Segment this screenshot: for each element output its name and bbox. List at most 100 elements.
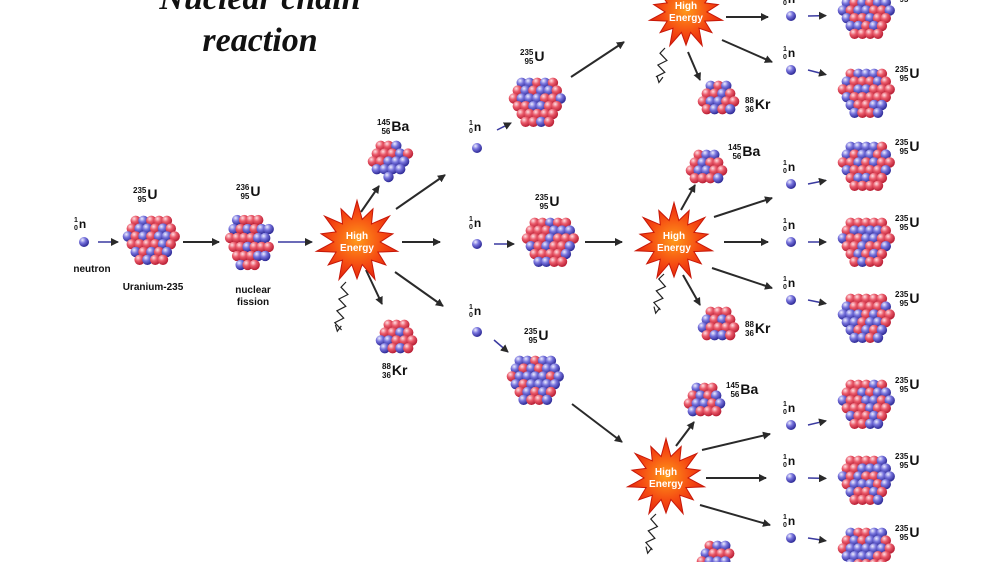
mass-number: 1 <box>783 401 787 409</box>
mass-number: 1 <box>469 304 473 312</box>
isotope-numbers: 23595 <box>895 376 908 394</box>
uranium-235-gen3-8 <box>838 528 895 562</box>
mass-number: 235 <box>895 65 908 74</box>
barium-145-nucleus-b3 <box>686 150 728 184</box>
uranium-label: Uranium-235 <box>123 282 184 294</box>
mass-number: 1 <box>783 276 787 284</box>
element-symbol: n <box>788 46 795 60</box>
mass-number: 1 <box>783 46 787 54</box>
isotope-numbers: 23595 <box>895 0 908 4</box>
nucleon <box>711 406 721 416</box>
atomic-number: 56 <box>726 390 739 399</box>
nucleon <box>383 172 393 182</box>
isotope-numbers: 10 <box>469 120 473 136</box>
neutron-gen3-6 <box>786 420 796 430</box>
burst-text-line-1: High <box>675 1 697 12</box>
mass-number: 235 <box>895 138 908 147</box>
gamma-ray-wave <box>646 514 658 550</box>
atomic-number: 95 <box>133 195 146 204</box>
atomic-number: 95 <box>895 385 908 394</box>
uranium-235-gen3-3 <box>838 142 895 191</box>
element-symbol: U <box>909 452 919 468</box>
nucleon <box>158 255 168 265</box>
barium-145-label-b4: 14556Ba <box>726 381 758 399</box>
nucleon <box>725 330 735 340</box>
nucleon <box>873 257 883 267</box>
energy-bursts-layer: HighEnergyHighEnergyHighEnergyHighEnergy <box>316 0 722 514</box>
neutron-path-lower <box>395 272 443 306</box>
burst-text-line-1: High <box>655 467 677 478</box>
burst-text-line-2: Energy <box>649 479 683 490</box>
isotope-numbers: 8836 <box>382 362 391 380</box>
atomic-number: 0 <box>783 54 787 62</box>
element-symbol: Kr <box>392 362 408 378</box>
neutron-label: neutron <box>73 264 110 276</box>
nucleon <box>260 251 270 261</box>
isotope-numbers: 23595 <box>524 327 537 345</box>
element-symbol: n <box>788 454 795 468</box>
neutron-gen3-label-1: 10n <box>783 0 795 10</box>
uranium-235-gen3-label-3: 23595U <box>895 138 919 156</box>
atomic-number: 0 <box>469 224 473 232</box>
atomic-number: 95 <box>895 223 908 232</box>
isotope-numbers: 23595 <box>520 48 533 66</box>
mass-number: 236 <box>236 183 249 192</box>
element-symbol: n <box>788 160 795 174</box>
element-symbol: n <box>474 304 481 318</box>
burst-text-line-1: High <box>346 231 368 242</box>
neutron-gen3-label-6: 10n <box>783 401 795 419</box>
neutron-gen3-4 <box>786 237 796 247</box>
neutron-gen2-label-2: 10n <box>469 216 481 234</box>
nucleon <box>260 233 270 243</box>
isotope-numbers: 10 <box>783 454 787 470</box>
uranium-235-gen3-label-1: 23595U <box>895 0 919 4</box>
krypton-88-nucleus-b4 <box>697 541 735 562</box>
uranium-235-gen3-6 <box>838 380 895 429</box>
element-symbol: Ba <box>742 143 760 159</box>
element-symbol: n <box>474 216 481 230</box>
burst-text-line-2: Energy <box>340 243 374 254</box>
atomic-number: 56 <box>377 127 390 136</box>
uranium-235-gen2-2 <box>522 218 579 267</box>
krypton-88-nucleus <box>376 320 418 354</box>
isotope-numbers: 10 <box>783 0 787 8</box>
mass-number: 235 <box>133 186 146 195</box>
atomic-number: 95 <box>524 336 537 345</box>
uranium-236-nucleus <box>225 215 274 270</box>
element-symbol: n <box>474 120 481 134</box>
neutron-gen3-label-4: 10n <box>783 218 795 236</box>
nucleon <box>403 343 413 353</box>
element-symbol: U <box>909 65 919 81</box>
neutron-motion-arrow <box>497 123 511 130</box>
uranium-236-label: 23695U <box>236 183 260 201</box>
gamma-ray-wave <box>335 282 348 330</box>
mass-number: 1 <box>783 514 787 522</box>
neutron-gen3-label-5: 10n <box>783 276 795 294</box>
gamma-ray-arrowhead <box>657 76 663 82</box>
nucleon <box>725 104 735 114</box>
atomic-number: 0 <box>783 226 787 234</box>
mass-number: 235 <box>895 452 908 461</box>
nucleon <box>542 395 552 405</box>
nucleon <box>264 224 274 234</box>
uranium-235-gen3-label-7: 23595U <box>895 452 919 470</box>
element-symbol: n <box>788 401 795 415</box>
energy-burst-2: HighEnergy <box>650 0 723 46</box>
atomic-number: 95 <box>535 202 548 211</box>
barium-145-label: 14556Ba <box>377 118 409 136</box>
nucleon <box>557 257 567 267</box>
atomic-number: 95 <box>895 461 908 470</box>
neutron-motion-arrow <box>808 421 826 425</box>
mass-number: 1 <box>469 216 473 224</box>
uranium-235-gen2-3 <box>507 356 564 405</box>
neutron-gen3-label-7: 10n <box>783 454 795 472</box>
atomic-number: 0 <box>783 409 787 417</box>
isotope-numbers: 10 <box>783 46 787 62</box>
atomic-number: 0 <box>783 168 787 176</box>
isotope-numbers: 10 <box>469 216 473 232</box>
